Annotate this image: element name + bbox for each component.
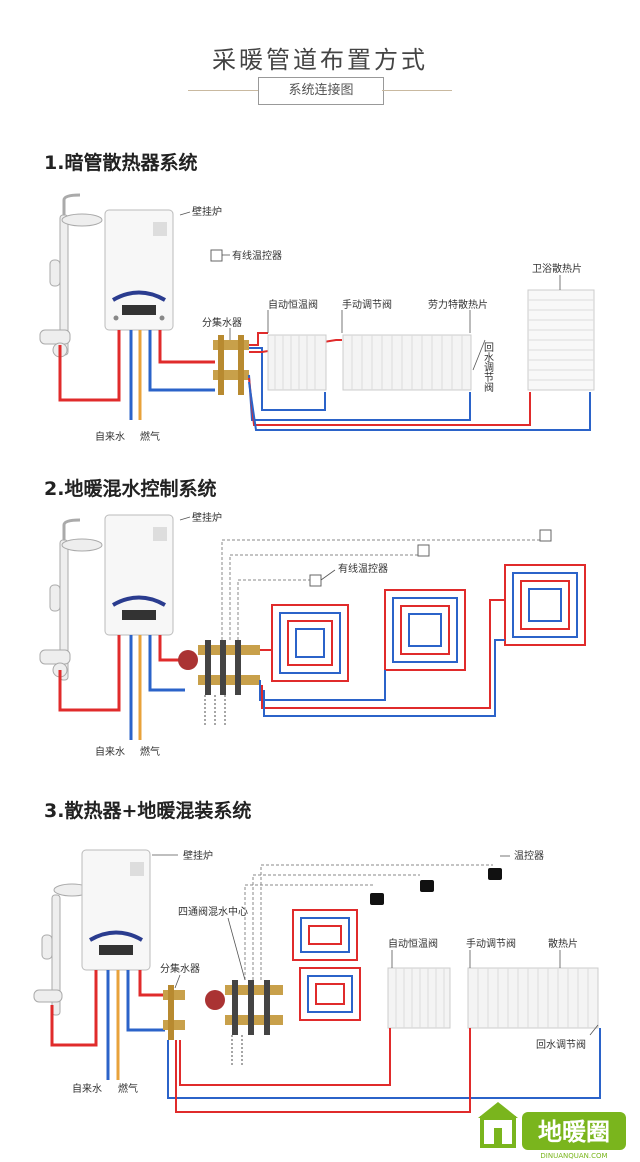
logo-text: 地暖圈 (538, 1118, 610, 1146)
section-1-diagram: 壁挂炉 有线温控器 分集水器 自动恒温阀 手动调节阀 劳力特散热片 卫浴散热片 … (39, 193, 595, 443)
thermostat-icon (417, 544, 430, 557)
s2-boiler-label: 壁挂炉 (192, 511, 222, 524)
section-1-leaders (179, 211, 561, 371)
shower-icon (33, 883, 91, 1016)
manifold-icon (213, 335, 249, 395)
page-header: 采暖管道布置方式 系统连接图 (0, 0, 640, 140)
radiator-pipes (167, 1028, 601, 1113)
bath-radiator-icon (527, 289, 595, 391)
s3-boiler-label: 壁挂炉 (183, 849, 213, 862)
divider-left (188, 90, 258, 91)
s1-bath-radiator-label: 卫浴散热片 (532, 262, 582, 275)
s3-auto-valve-label: 自动恒温阀 (388, 937, 438, 950)
s1-boiler-label: 壁挂炉 (192, 205, 222, 218)
thermostat-wires (221, 539, 545, 640)
s3-manifold-label: 分集水器 (160, 962, 200, 975)
shower-icon (39, 518, 103, 681)
mixing-manifold-icon (178, 640, 260, 695)
floor-loop-2 (384, 589, 466, 671)
s2-gas-label: 燃气 (140, 745, 160, 758)
s1-manual-valve-label: 手动调节阀 (342, 298, 392, 311)
section-2-title: 2.地暖混水控制系统 (44, 478, 217, 500)
thermostat-icon (370, 893, 384, 905)
thermostat-wires (244, 864, 493, 980)
section-3-title: 3.散热器+地暖混装系统 (44, 800, 252, 822)
thermostat-icon (488, 868, 502, 880)
thermostat-icon (210, 249, 223, 262)
section-1-title: 1.暗管散热器系统 (44, 152, 198, 174)
thermostat-icon (539, 529, 552, 542)
floor-heating-loops (259, 564, 586, 717)
s1-thermostat-label: 有线温控器 (232, 249, 282, 262)
house-icon (478, 1102, 518, 1118)
thermostat-icon (309, 574, 322, 587)
page-title: 采暖管道布置方式 (212, 46, 428, 74)
radiator-1-icon (387, 967, 451, 1029)
floor-heating-loops (292, 909, 361, 1021)
brand-logo: 地暖圈 DINUANQUAN.COM (478, 1102, 626, 1160)
section-2-diagram: 壁挂炉 有线温控器 自来水 燃气 (39, 511, 586, 758)
floor-loop-1 (292, 909, 358, 961)
drain-lines (204, 695, 226, 725)
manifold-icon (163, 985, 185, 1040)
thermostats (309, 529, 552, 587)
floor-loop-1 (271, 604, 349, 682)
s3-return-valve-label: 回水调节阀 (536, 1038, 586, 1051)
thermostats (370, 868, 502, 905)
boiler-pipes (58, 635, 185, 740)
s2-water-label: 自来水 (95, 745, 125, 758)
shower-icon (39, 193, 103, 358)
s1-manifold-label: 分集水器 (202, 316, 242, 329)
s3-water-label: 自来水 (72, 1082, 102, 1095)
boiler-icon (104, 209, 174, 331)
boiler-icon (81, 849, 151, 971)
s3-manual-valve-label: 手动调节阀 (466, 937, 516, 950)
floor-loop-2 (299, 967, 361, 1021)
s1-water-label: 自来水 (95, 430, 125, 443)
logo-url: DINUANQUAN.COM (540, 1152, 607, 1160)
s3-thermostat-label: 温控器 (514, 849, 544, 862)
divider-right (382, 90, 452, 91)
section-3-diagram: 壁挂炉 温控器 四通阀混水中心 分集水器 自动恒温阀 手动调节阀 散热片 回水调… (33, 849, 601, 1113)
radiator-2-icon (467, 967, 599, 1029)
s1-auto-valve-label: 自动恒温阀 (268, 298, 318, 311)
s1-radiator-label: 劳力特散热片 (428, 298, 488, 311)
boiler-pipes (50, 970, 165, 1080)
s1-return-valve-label: 回水调节阀 (482, 342, 494, 393)
radiator-2-icon (342, 334, 472, 391)
s2-thermostat-label: 有线温控器 (338, 562, 388, 575)
s1-gas-label: 燃气 (140, 430, 160, 443)
s3-mixing-center-label: 四通阀混水中心 (178, 905, 248, 918)
boiler-pipes (58, 330, 215, 420)
s3-radiator-label: 散热片 (548, 937, 578, 950)
boiler-icon (104, 514, 174, 636)
page-subtitle: 系统连接图 (258, 77, 384, 105)
radiator-1-icon (267, 334, 327, 391)
floor-loop-3 (504, 564, 586, 646)
thermostat-icon (420, 880, 434, 892)
s3-gas-label: 燃气 (118, 1082, 138, 1095)
mixing-center-icon (205, 980, 283, 1035)
radiator-pipes (248, 332, 591, 431)
